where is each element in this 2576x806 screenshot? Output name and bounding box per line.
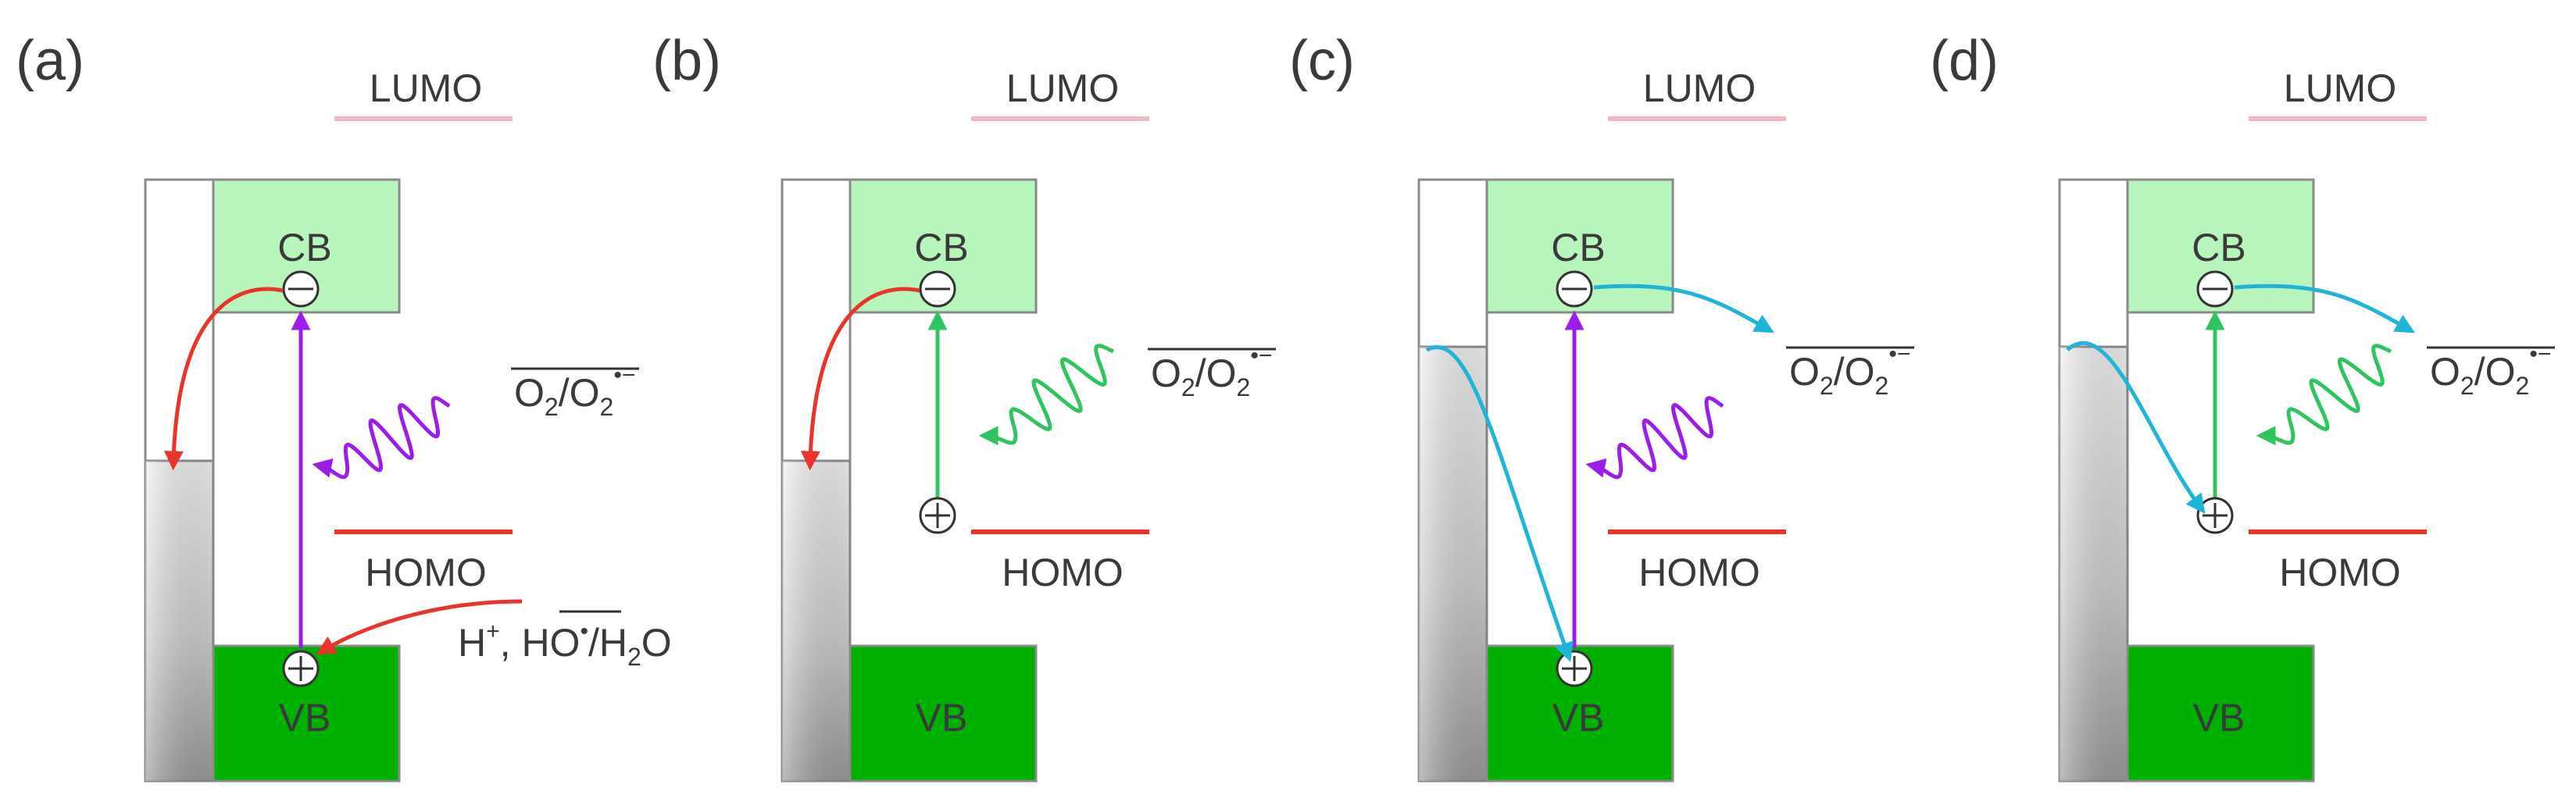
redox-couple-o2r-sup: •− xyxy=(1888,341,1910,367)
lumo-level xyxy=(971,116,1149,121)
photon-wave xyxy=(978,344,1115,446)
homo-label: HOMO xyxy=(1002,551,1124,594)
redox-couple-slash: / xyxy=(1195,351,1206,395)
valence-band xyxy=(2126,644,2315,783)
electron-transfer-arrow xyxy=(2234,284,2415,333)
hs-h2o-h: H xyxy=(599,621,627,665)
hole-transfer-arrow xyxy=(2066,341,2206,515)
redox-couple-o2r-sub: 2 xyxy=(1237,373,1251,401)
redox-couple: O2/O2•− xyxy=(1151,343,1272,401)
redox-couple-o2-sub: 2 xyxy=(2460,372,2474,400)
photon-wave xyxy=(2256,344,2392,446)
hole-homo xyxy=(2196,497,2234,534)
homo-level xyxy=(334,530,513,534)
electron-cb xyxy=(919,270,956,308)
electron-transfer-arrow xyxy=(1593,284,1774,333)
redox-couple: O2/O2•− xyxy=(514,362,635,421)
hole-transfer-arrow xyxy=(1425,345,1574,662)
lumo-label: LUMO xyxy=(1643,66,1756,110)
redox-couple-o2r-sub: 2 xyxy=(600,393,614,421)
homo-label: HOMO xyxy=(365,551,487,594)
redox-couple-o2: O xyxy=(514,371,545,415)
hs-ho: HO xyxy=(521,621,580,665)
cb-label: CB xyxy=(277,226,331,269)
panel-label: (c) xyxy=(1289,30,1355,92)
hole-homo xyxy=(919,497,956,534)
vb-label: VB xyxy=(279,696,331,740)
fermi-shade xyxy=(1419,347,1487,781)
vb-label: VB xyxy=(2193,696,2246,740)
redox-couple-slash: / xyxy=(2474,350,2485,394)
hs-h-sup: + xyxy=(486,619,500,644)
fermi-shade xyxy=(2060,347,2128,781)
electron-recombine-arrow xyxy=(163,287,284,471)
electron-cb xyxy=(2196,270,2234,308)
redox-couple-o2-sub: 2 xyxy=(1181,373,1195,401)
hole-vb xyxy=(1556,650,1593,687)
electron-cb xyxy=(1556,270,1593,308)
hole-scavenger-label: H+, HO•/H2O xyxy=(458,619,672,671)
redox-couple-o2r: O xyxy=(1206,351,1237,395)
hs-h2o-o: O xyxy=(641,621,672,665)
homo-label: HOMO xyxy=(2279,551,2401,594)
redox-couple-o2r: O xyxy=(1845,350,1875,394)
hole-scavenge-arrow xyxy=(316,599,523,655)
lumo-label: LUMO xyxy=(2284,66,2396,110)
redox-couple-o2r-sup: •− xyxy=(1250,343,1272,369)
panel-label: (d) xyxy=(1930,30,1999,92)
redox-couple-o2: O xyxy=(1151,351,1181,395)
redox-couple-o2: O xyxy=(2430,350,2460,394)
valence-band xyxy=(849,644,1038,783)
homo-label: HOMO xyxy=(1638,551,1760,594)
vb-label: VB xyxy=(916,696,968,740)
lumo-level xyxy=(334,116,513,121)
electron-cb xyxy=(282,270,320,308)
redox-couple-o2-sub: 2 xyxy=(1820,372,1834,400)
hs-h2o-sub: 2 xyxy=(627,643,641,671)
cb-label: CB xyxy=(2192,226,2246,269)
cb-label: CB xyxy=(1551,226,1605,269)
hs-slash: / xyxy=(588,621,599,665)
hs-comma: , xyxy=(500,621,522,665)
redox-couple-o2r-sup: •− xyxy=(2529,341,2551,367)
conduction-band xyxy=(212,178,401,314)
photon-wave xyxy=(1585,396,1724,480)
lumo-label: LUMO xyxy=(370,66,482,110)
hole-vb xyxy=(282,650,320,687)
fermi-shade xyxy=(145,461,213,781)
electron-recombine-arrow xyxy=(800,287,920,471)
redox-couple: O2/O2•− xyxy=(2430,341,2551,400)
photon-wave xyxy=(312,396,451,480)
homo-level xyxy=(1608,530,1786,534)
lumo-level xyxy=(2249,116,2427,121)
redox-couple: O2/O2•− xyxy=(1789,341,1910,400)
homo-level xyxy=(971,530,1149,534)
lumo-level xyxy=(1608,116,1786,121)
hs-h: H xyxy=(458,621,486,665)
panel-label: (a) xyxy=(16,30,84,92)
fermi-shade xyxy=(782,461,850,781)
redox-couple-o2r-sub: 2 xyxy=(1875,372,1889,400)
redox-couple-slash: / xyxy=(559,371,570,415)
redox-couple-o2r-sub: 2 xyxy=(2516,372,2530,400)
hs-ho-sup: • xyxy=(580,619,588,644)
redox-couple-o2-sub: 2 xyxy=(545,393,559,421)
redox-couple-o2r: O xyxy=(570,371,600,415)
panel-label: (b) xyxy=(652,30,721,92)
vb-label: VB xyxy=(1552,696,1605,740)
cb-label: CB xyxy=(914,226,968,269)
redox-couple-o2r: O xyxy=(2485,350,2516,394)
homo-level xyxy=(2249,530,2427,534)
lumo-label: LUMO xyxy=(1006,66,1119,110)
redox-couple-slash: / xyxy=(1834,350,1845,394)
redox-couple-o2r-sup: •− xyxy=(613,362,635,388)
redox-couple-o2: O xyxy=(1789,350,1820,394)
